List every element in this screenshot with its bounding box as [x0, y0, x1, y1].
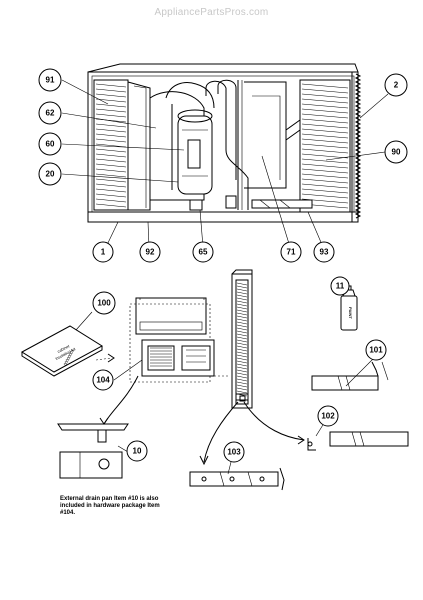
external-drain-pan	[57, 423, 129, 479]
callout-92: 92	[139, 241, 161, 263]
pad-label-1: cabinet	[56, 343, 71, 354]
svg-text:100: 100	[97, 299, 111, 308]
svg-text:60: 60	[46, 140, 55, 149]
insulation-pad: cabinet insulation kit 00000001	[21, 325, 103, 377]
callout-101: 101	[365, 339, 387, 361]
main-unit-chassis	[87, 63, 362, 223]
svg-text:71: 71	[287, 248, 296, 257]
callout-71: 71	[280, 241, 302, 263]
svg-text:91: 91	[46, 76, 55, 85]
svg-text:102: 102	[321, 412, 335, 421]
callout-65: 65	[192, 241, 214, 263]
callout-1: 1	[92, 241, 114, 263]
drain-pan-note: External drain pan Item #10 is also incl…	[60, 496, 160, 516]
svg-text:93: 93	[320, 248, 329, 257]
rear-grille	[351, 72, 362, 222]
paint-can-label: PAINT	[348, 307, 353, 319]
bracket-101	[311, 361, 389, 391]
watermark: AppliancePartsPros.com	[154, 7, 269, 18]
compressor	[177, 109, 213, 195]
callout-10: 10	[126, 440, 148, 462]
bracket-103	[189, 467, 285, 491]
callout-60: 60	[38, 132, 62, 156]
callout-11: 11	[330, 276, 350, 296]
condenser-coil	[299, 79, 351, 213]
leader-lines	[61, 79, 389, 248]
evaporator-coil	[93, 79, 129, 211]
callout-102: 102	[317, 405, 339, 427]
svg-text:65: 65	[199, 248, 208, 257]
callouts: 91 2 62 60 90 20 1 92 65 71 93 11 100 10…	[38, 68, 408, 463]
callout-103: 103	[223, 441, 245, 463]
callout-104: 104	[92, 369, 114, 391]
svg-text:90: 90	[392, 148, 401, 157]
bracket-102	[307, 431, 409, 451]
svg-text:101: 101	[369, 346, 383, 355]
callout-100: 100	[92, 291, 116, 315]
svg-text:62: 62	[46, 109, 55, 118]
svg-text:20: 20	[46, 170, 55, 179]
callout-2: 2	[384, 73, 408, 97]
callout-90: 90	[384, 140, 408, 164]
callout-20: 20	[38, 162, 62, 186]
hardware-package	[129, 297, 215, 383]
refrigerant-tubing	[165, 79, 249, 210]
callout-62: 62	[38, 101, 62, 125]
svg-text:104: 104	[96, 376, 110, 385]
svg-text:92: 92	[146, 248, 155, 257]
svg-text:2: 2	[394, 81, 399, 90]
svg-text:103: 103	[227, 448, 241, 457]
svg-text:10: 10	[133, 447, 142, 456]
side-panel	[231, 269, 253, 409]
callout-93: 93	[313, 241, 335, 263]
callout-91: 91	[38, 68, 62, 92]
svg-text:11: 11	[336, 282, 345, 291]
svg-text:1: 1	[101, 248, 106, 257]
